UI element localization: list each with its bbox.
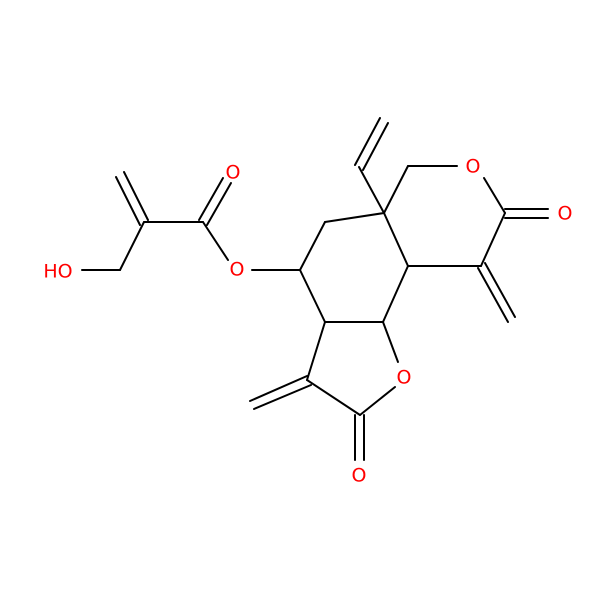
atom-o-ester: O	[230, 259, 245, 281]
bond-ch-o-junction	[382, 265, 409, 323]
bond-furan-o-carbonyl	[359, 386, 396, 416]
atom-o-ring-pyran: O	[466, 156, 481, 178]
atom-o-ring-furan: O	[397, 367, 412, 389]
bond-o-lactone-c	[483, 177, 506, 214]
bond-c4a-ch2	[383, 165, 409, 214]
atom-o-carbonyl-ester: O	[226, 162, 241, 184]
atom-labels: O O HO O O O O	[43, 156, 572, 487]
bond-vinylidene-ch2	[119, 221, 145, 271]
bond-ch2-cho	[299, 221, 326, 271]
bond-lactone-c-alpha	[480, 212, 506, 267]
atom-o-lactone-furan: O	[352, 465, 367, 487]
bonds	[81, 117, 549, 461]
bond-o-ester-carbonyl	[202, 221, 229, 261]
atom-hydroxyl: HO	[43, 261, 72, 283]
bond-exo-methylene-left-b	[253, 384, 312, 410]
bond-cho-ch	[299, 269, 326, 323]
bond-c4a-ch2-left	[324, 212, 385, 223]
bond-vinylidene-b	[123, 171, 149, 221]
bond-exo-methylene-right-a	[477, 267, 509, 323]
bond-vinyl-double-a	[354, 117, 381, 166]
bond-vinyl-ring	[358, 166, 385, 214]
bond-exo-methylene-right-b	[484, 262, 516, 318]
bond-ester-carbonyl-b	[206, 182, 232, 226]
bond-vinylidene-a	[115, 176, 141, 226]
bond-exo-methylene-left-a	[249, 375, 308, 402]
bond-carbonyl-alpha	[306, 379, 361, 416]
bond-junction-c4a	[383, 212, 409, 267]
bond-alpha-ch	[306, 321, 326, 381]
bond-vinyl-double-b	[362, 122, 389, 171]
bond-cho-furan-o	[382, 321, 399, 363]
atom-o-lactone-pyran: O	[558, 203, 573, 225]
bond-ester-carbonyl-a	[198, 177, 224, 221]
